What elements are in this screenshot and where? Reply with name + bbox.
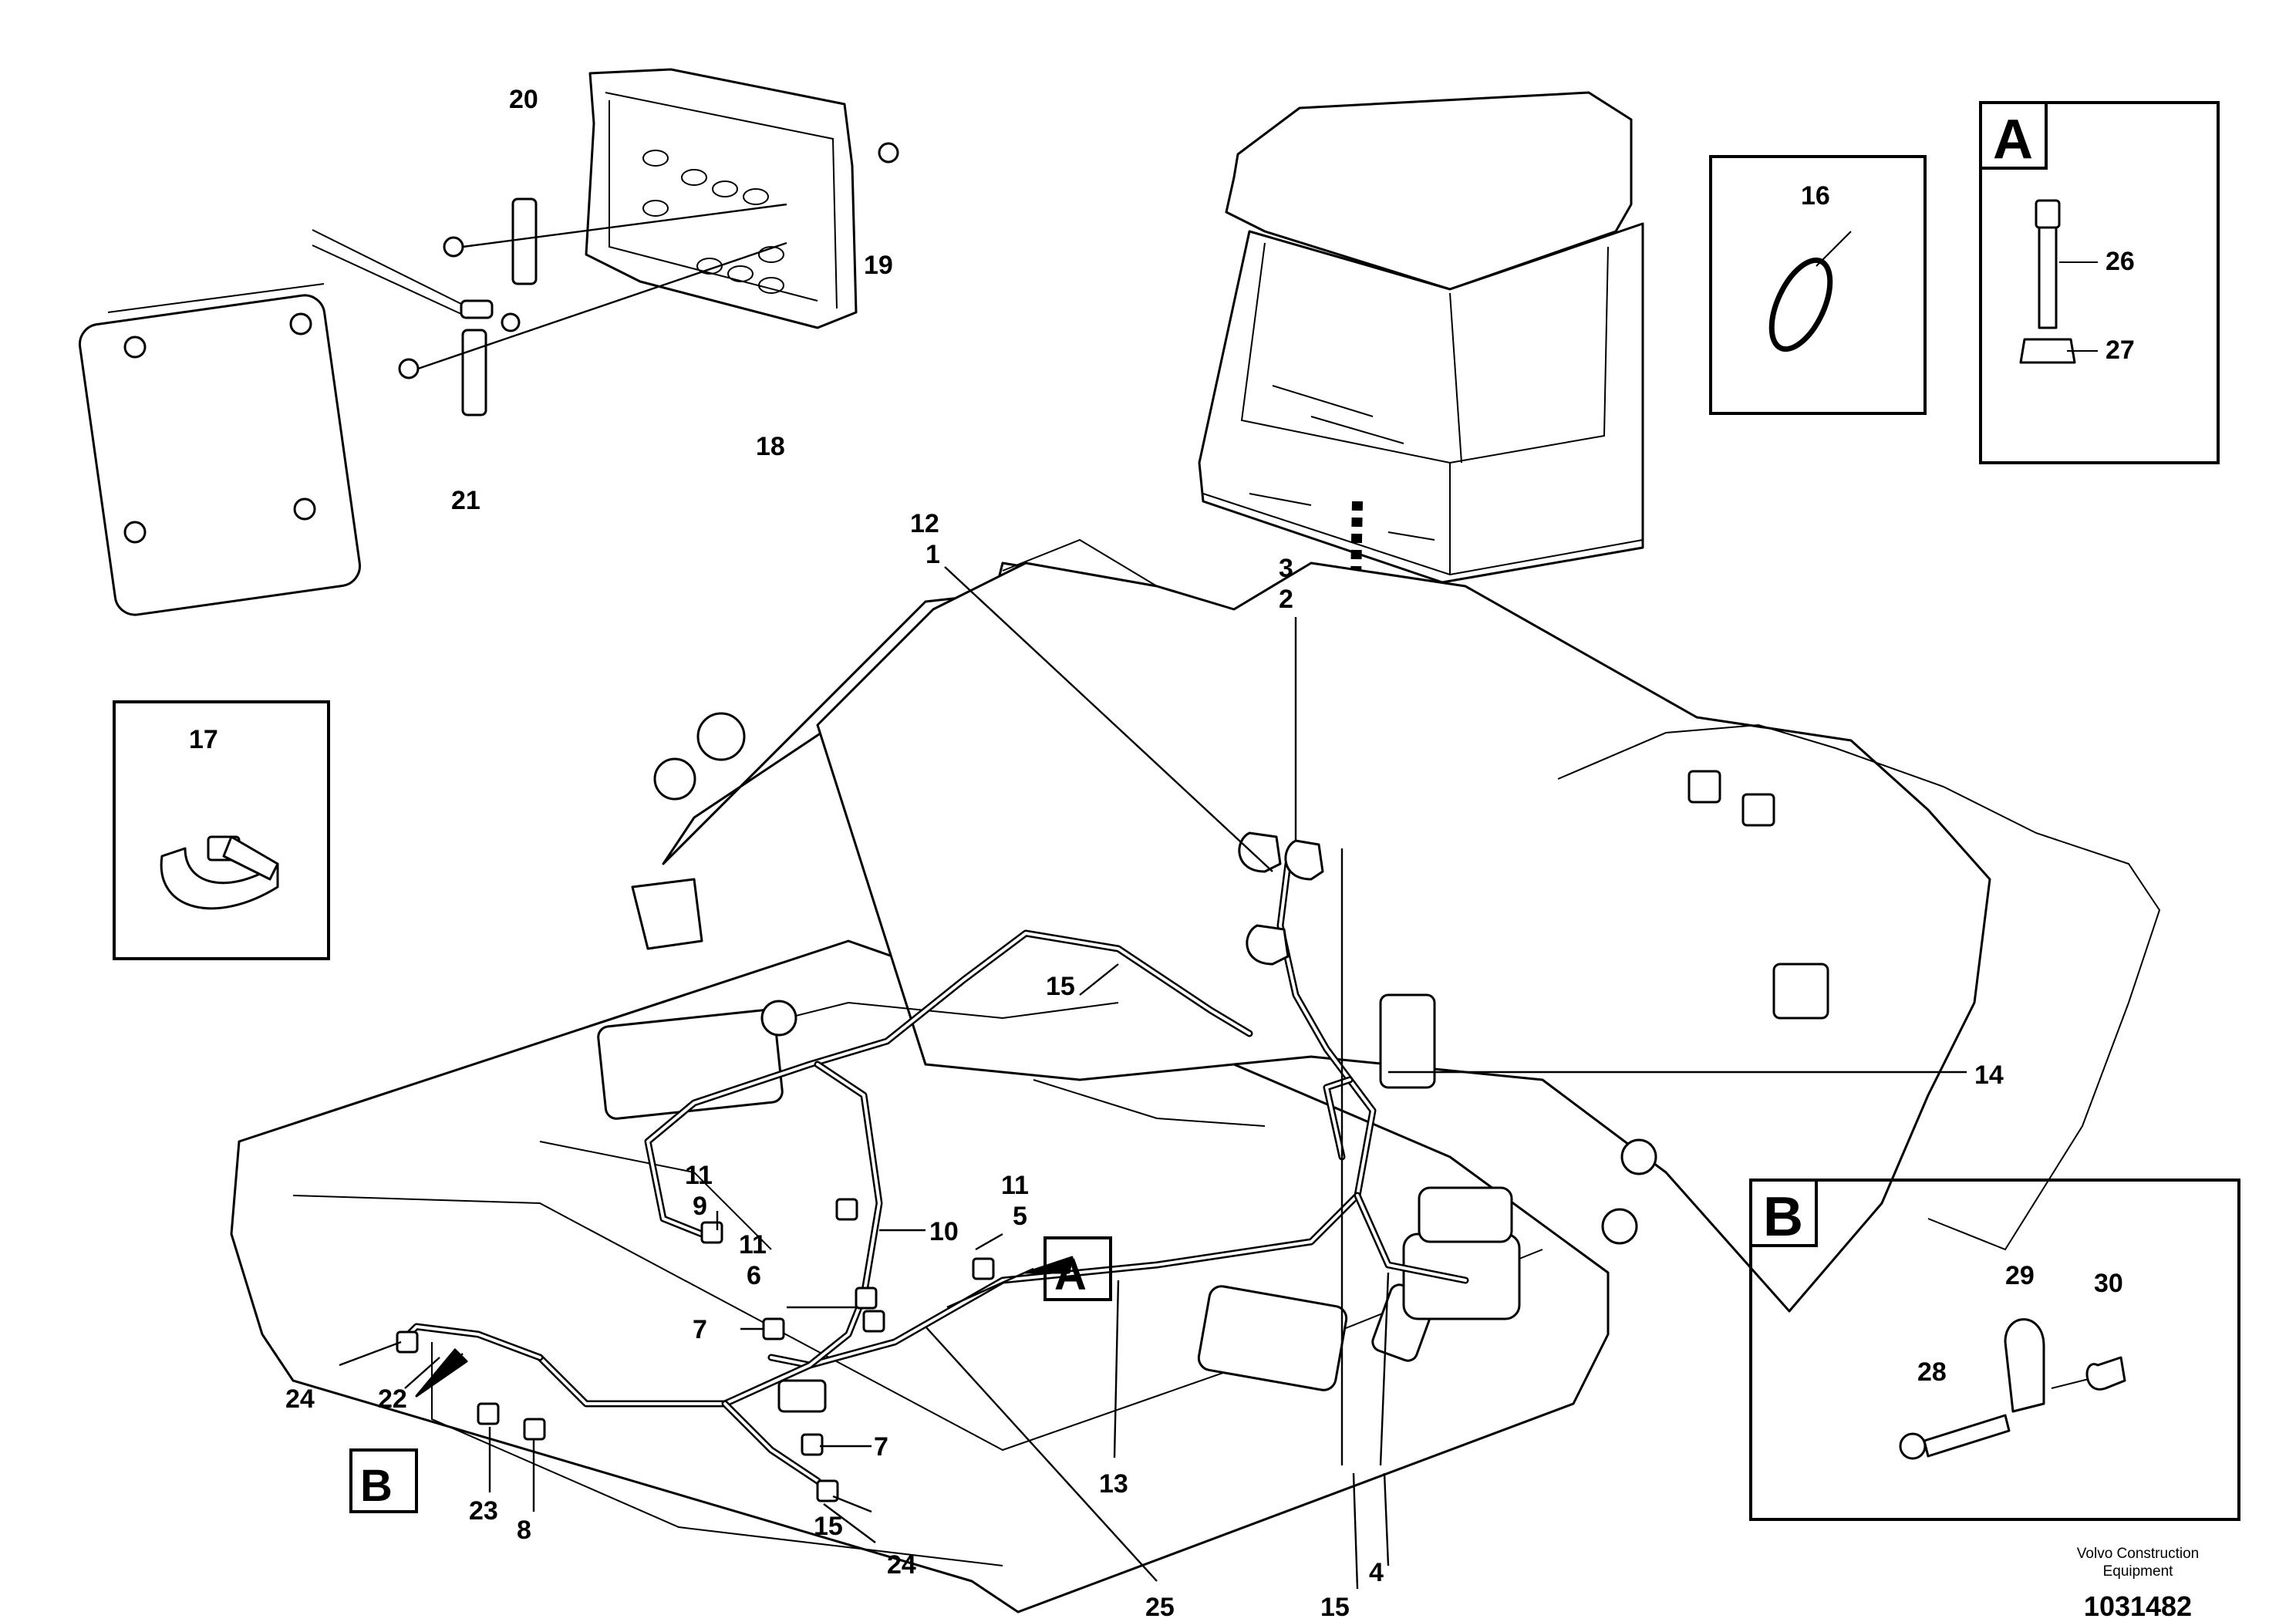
- callouts: 20 19 18 21 16 26 27 17 12 1 3 2 15 14 1…: [189, 85, 2135, 1622]
- callout-15a: 15: [1046, 972, 1075, 1001]
- callout-7b: 7: [874, 1432, 888, 1462]
- machine-frame: [230, 538, 2161, 1614]
- battery-cable: [312, 197, 787, 416]
- callout-25: 25: [1145, 1593, 1175, 1622]
- callout-28: 28: [1917, 1357, 1947, 1387]
- callout-15b: 15: [814, 1512, 843, 1541]
- callout-26: 26: [2106, 247, 2135, 276]
- callout-3: 3: [1279, 554, 1293, 583]
- callout-5: 5: [1013, 1202, 1027, 1231]
- callout-22: 22: [378, 1384, 407, 1414]
- callout-1: 1: [925, 540, 940, 569]
- detail-box-a: [1979, 101, 2220, 464]
- callout-11c: 11: [739, 1230, 767, 1259]
- callout-11a: 11: [685, 1161, 713, 1190]
- callout-18: 18: [756, 432, 785, 461]
- detail-box-strap-clamp: [113, 700, 330, 960]
- ref-arrows: [415, 1256, 1074, 1398]
- callout-16: 16: [1801, 181, 1830, 211]
- cover-plate: [78, 283, 362, 616]
- callout-24b: 24: [887, 1550, 916, 1580]
- maker-line-1: Volvo Construction: [2077, 1546, 2199, 1562]
- detail-box-b: [1749, 1179, 2240, 1521]
- callout-8: 8: [517, 1516, 531, 1545]
- ref-tag-b-box: [349, 1448, 418, 1513]
- detail-box-b-label: B: [1763, 1186, 1803, 1248]
- callout-13: 13: [1099, 1469, 1128, 1499]
- wire-harness: [397, 860, 1469, 1500]
- callout-21: 21: [451, 486, 480, 515]
- callout-12: 12: [910, 509, 939, 538]
- callout-29: 29: [2005, 1261, 2035, 1290]
- callout-27: 27: [2106, 336, 2135, 365]
- callout-24a: 24: [285, 1384, 315, 1414]
- cab: [1198, 91, 1644, 584]
- callout-11b: 11: [1001, 1171, 1029, 1200]
- callout-19: 19: [864, 251, 893, 280]
- ref-tag-a: A: [1054, 1249, 1087, 1300]
- callout-10: 10: [929, 1217, 959, 1246]
- drawing-number: 1031482: [2084, 1590, 2192, 1622]
- callout-7a: 7: [693, 1315, 707, 1344]
- callout-15c: 15: [1320, 1593, 1350, 1622]
- callout-30: 30: [2094, 1269, 2123, 1298]
- callout-2: 2: [1279, 585, 1293, 614]
- callout-17: 17: [189, 725, 218, 754]
- detail-box-a-label: A: [1993, 109, 2033, 170]
- callout-6: 6: [747, 1261, 761, 1290]
- callout-20: 20: [509, 85, 538, 114]
- maker-line-2: Equipment: [2103, 1563, 2174, 1580]
- leader-lines: [339, 566, 1967, 1590]
- callout-23: 23: [469, 1496, 498, 1526]
- detail-box-cable-tie: [1709, 155, 1927, 415]
- callout-14: 14: [1974, 1061, 2004, 1090]
- callout-4: 4: [1369, 1558, 1384, 1587]
- callout-9: 9: [693, 1192, 707, 1221]
- distribution-box: [585, 68, 899, 329]
- ref-tag-a-box: [1043, 1236, 1112, 1301]
- ref-tag-b: B: [360, 1461, 393, 1511]
